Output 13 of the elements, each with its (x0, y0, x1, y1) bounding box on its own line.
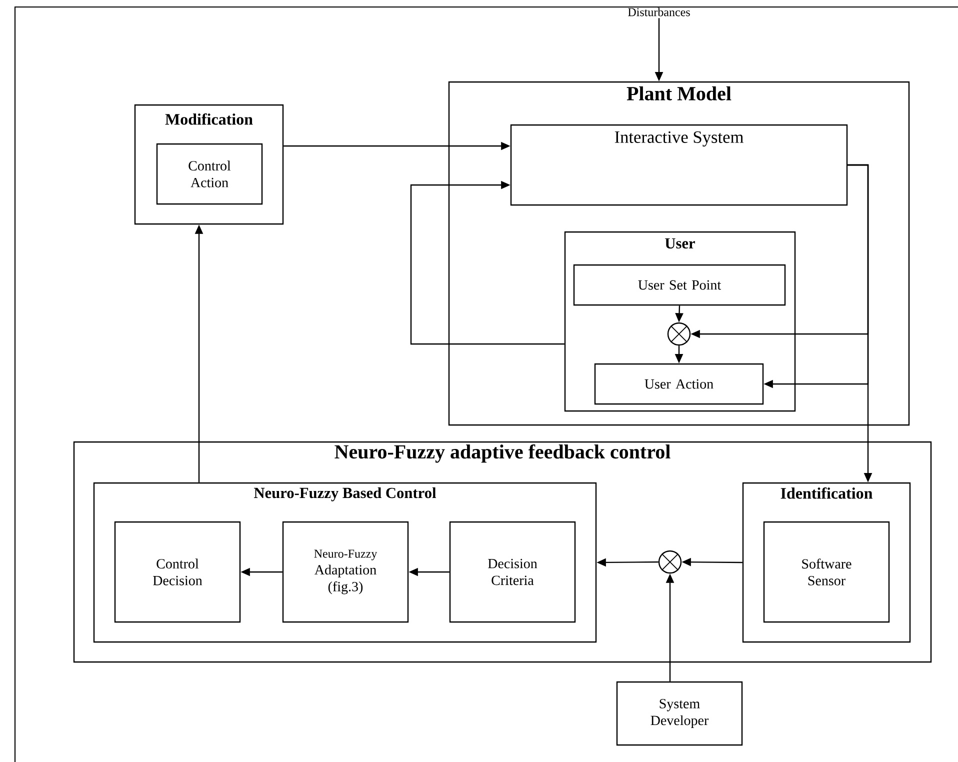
process-box: Interactive System (510, 124, 848, 206)
process-box: Neuro-Fuzzy Adaptation (fig.3) (282, 521, 409, 623)
process-box: Decision Criteria (449, 521, 576, 623)
process-box: Control Decision (114, 521, 241, 623)
summing-junction (658, 550, 682, 574)
arrow (410, 180, 564, 345)
process-box: Control Action (156, 143, 263, 205)
summing-junction (667, 322, 691, 346)
process-box: System Developer (616, 681, 743, 746)
input-label: Disturbances (628, 8, 690, 16)
process-box: User Set Point (573, 264, 786, 306)
process-box: Software Sensor (763, 521, 890, 623)
process-box: User Action (594, 363, 764, 405)
